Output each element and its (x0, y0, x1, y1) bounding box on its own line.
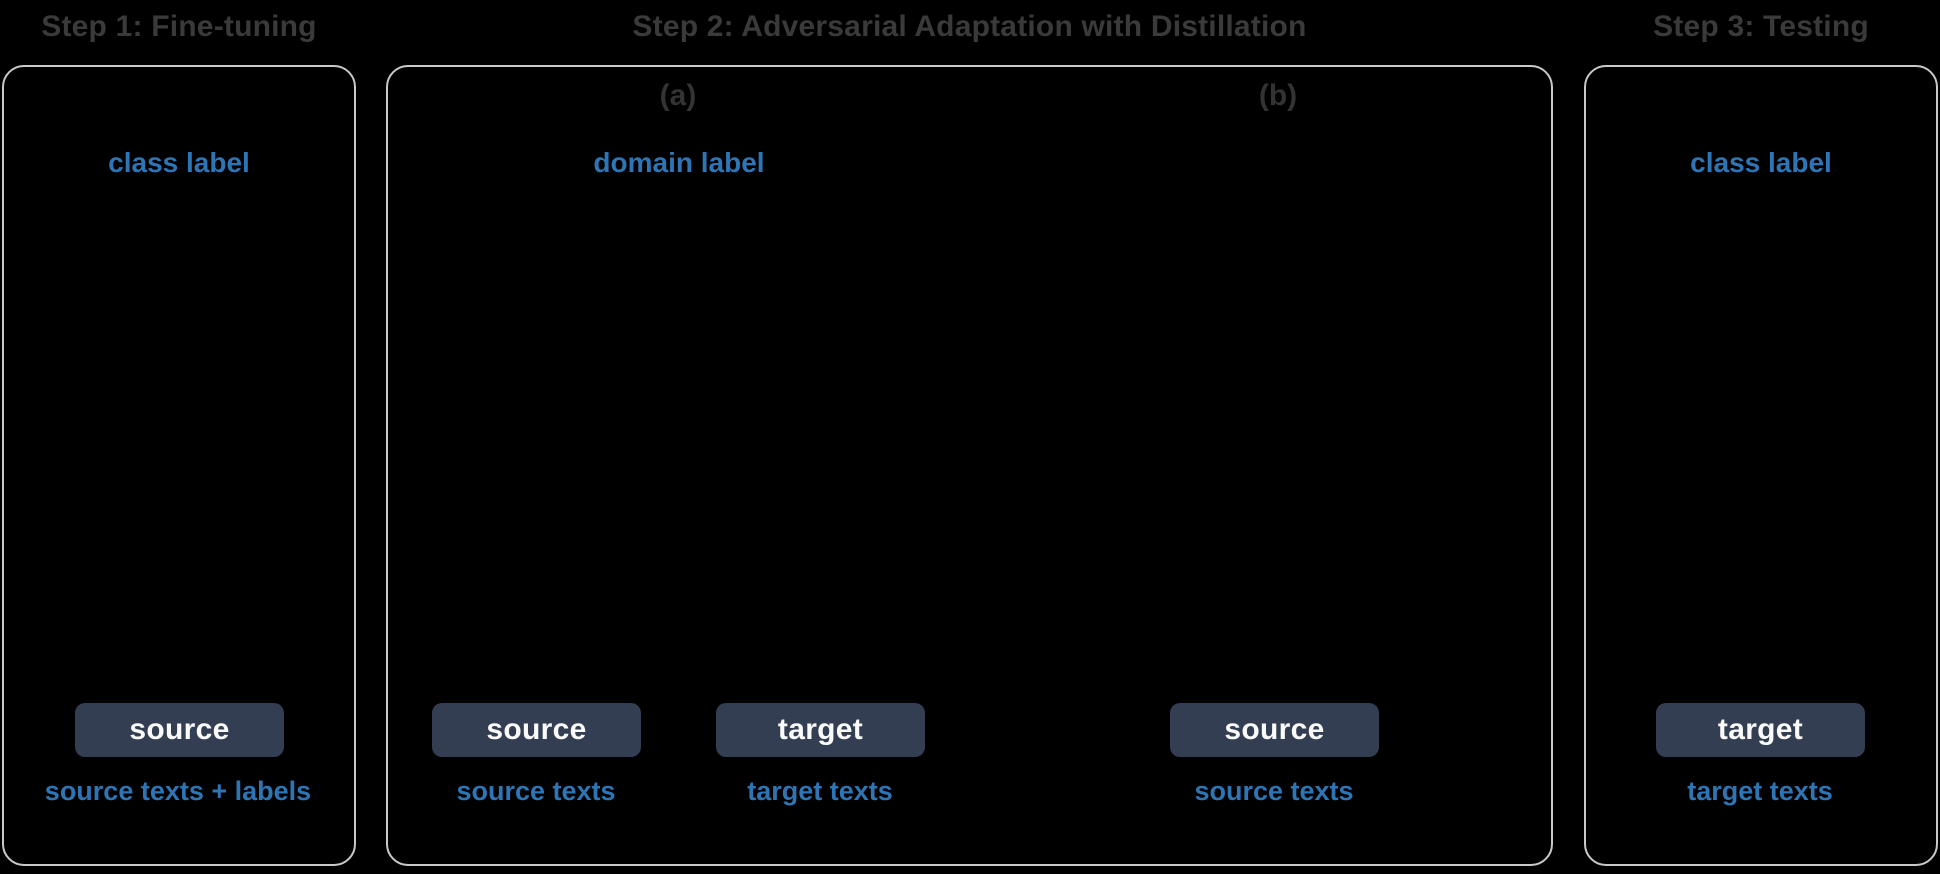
panel-step1-finetuning (2, 65, 356, 866)
panel1-caption: source texts + labels (44, 776, 312, 806)
panel2b-source-chip: source (1170, 703, 1379, 757)
panel2a-target-chip: target (716, 703, 925, 757)
panel1-class-label: class label (108, 147, 250, 178)
panel2a-target-caption: target texts (747, 776, 893, 806)
panel2a-source-caption: source texts (456, 776, 616, 806)
panel2b-source-caption: source texts (1194, 776, 1354, 806)
step3-title: Step 3: Testing (1653, 10, 1869, 43)
panel2a-source-chip: source (432, 703, 641, 757)
panel3-class-label: class label (1690, 147, 1832, 178)
panel-step3-testing (1584, 65, 1938, 866)
step1-title: Step 1: Fine-tuning (41, 10, 317, 43)
section-b-marker: (b) (1258, 79, 1298, 112)
panel2-domain-label: domain label (593, 147, 765, 178)
section-a-marker: (a) (659, 79, 697, 112)
panel1-source-chip: source (75, 703, 284, 757)
panel3-caption: target texts (1687, 776, 1833, 806)
step2-title: Step 2: Adversarial Adaptation with Dist… (632, 10, 1307, 43)
panel3-target-chip: target (1656, 703, 1865, 757)
panel-step2-adversarial-adaptation (386, 65, 1553, 866)
